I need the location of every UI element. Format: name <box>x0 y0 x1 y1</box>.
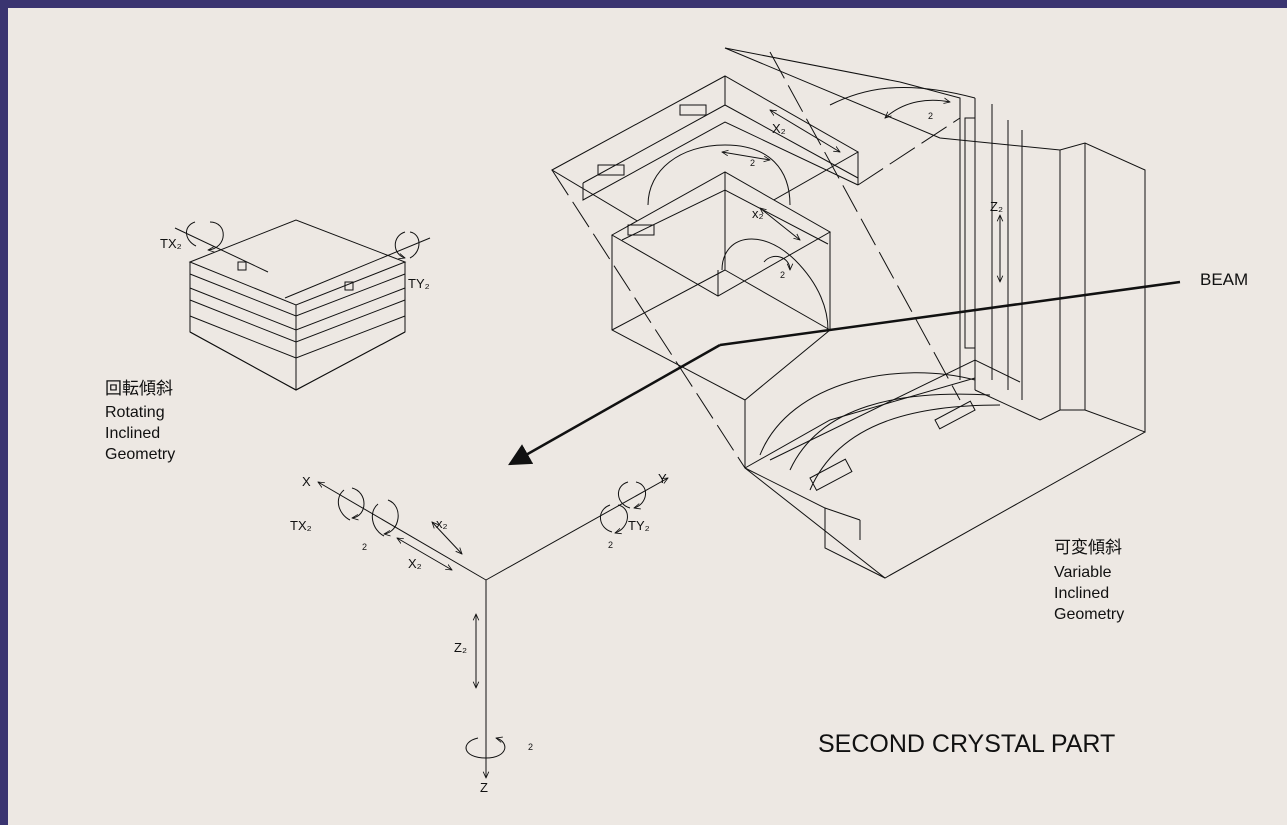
rotating-jp-label: 回転傾斜 <box>105 379 173 398</box>
x2-lower-label-mech: x₂ <box>752 206 764 221</box>
z2-label-axis: Z₂ <box>454 640 467 655</box>
axis-x-label: X <box>302 474 311 489</box>
tx2-label-top: TX₂ <box>160 236 182 251</box>
beam-label: BEAM <box>1200 270 1248 289</box>
sub2-label-mech-top: 2 <box>928 111 933 121</box>
x2-lower-label-axis: x₂ <box>436 516 448 531</box>
variable-mechanism <box>550 47 1146 579</box>
sub2-label-z-rot: 2 <box>528 742 533 752</box>
variable-jp-label: 可変傾斜 <box>1054 538 1122 557</box>
beam-path <box>508 280 1181 466</box>
sub2-label-mech-mid: 2 <box>750 158 755 168</box>
rotating-stack <box>174 219 431 391</box>
axis-y-label: Y <box>658 471 667 486</box>
sub2-label-mech-low: 2 <box>780 270 785 280</box>
variable-en-line-3: Geometry <box>1054 606 1124 623</box>
diagram-title: SECOND CRYSTAL PART <box>818 730 1115 758</box>
rotating-en-line-2: Inclined <box>105 425 160 442</box>
coordinate-axes <box>318 478 668 778</box>
rotating-en-line-1: Rotating <box>105 404 165 421</box>
tx2-label-axis: TX₂ <box>290 518 312 533</box>
x2-label-axis: X₂ <box>408 556 422 571</box>
variable-en-line-2: Inclined <box>1054 585 1109 602</box>
sub2-label-x-rot: 2 <box>362 542 367 552</box>
variable-en-line-1: Variable <box>1054 564 1112 581</box>
rotating-en-line-3: Geometry <box>105 446 175 463</box>
x2-label-upper: X₂ <box>772 121 786 136</box>
ty2-label-top: TY₂ <box>408 276 430 291</box>
sub2-label-y-rot: 2 <box>608 540 613 550</box>
ty2-label-axis: TY₂ <box>628 518 650 533</box>
z2-label-mech: Z₂ <box>990 199 1003 214</box>
axis-z-label: Z <box>480 780 488 795</box>
